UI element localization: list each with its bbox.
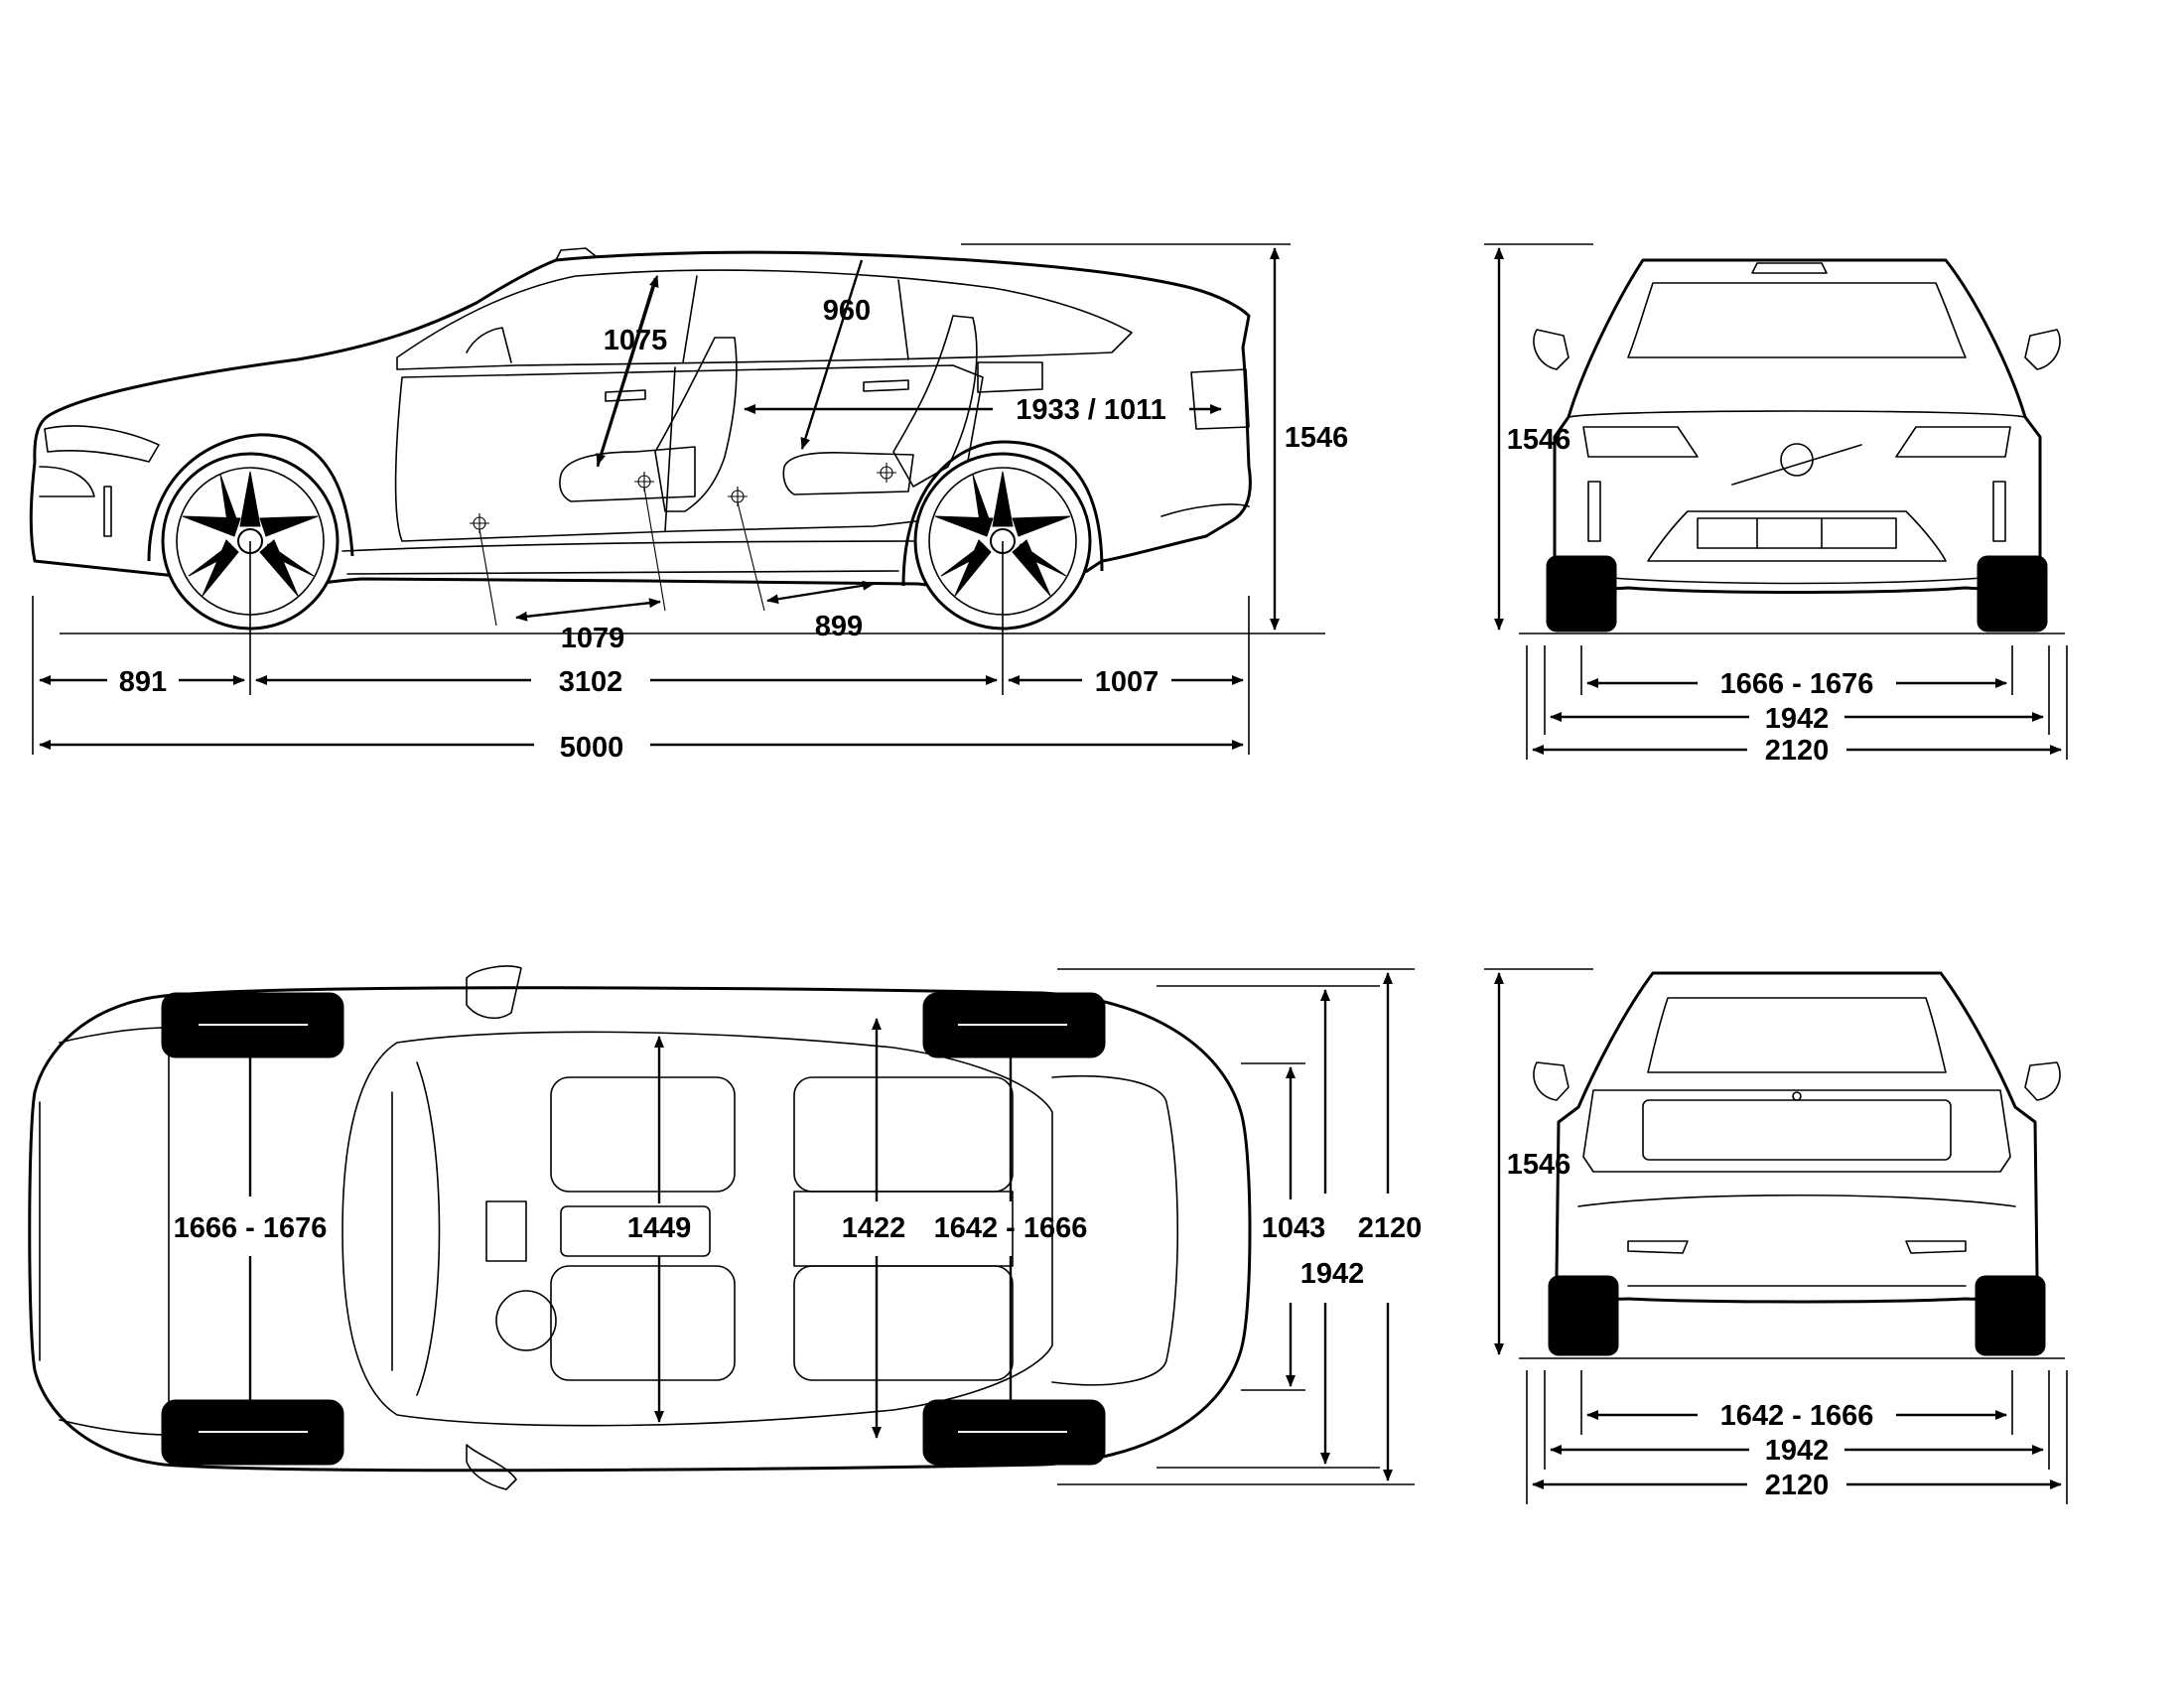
rear-view-car-outline — [1533, 971, 2061, 1356]
top-view-car-outline — [28, 965, 1252, 1490]
front-track-label: 1666 - 1676 — [1720, 668, 1874, 700]
front-dimension-lines — [1494, 247, 2062, 755]
side-wheelbase-label: 3102 — [559, 666, 623, 698]
top-view: 1666 - 1676 1449 1422 1642 - 1666 1043 2… — [28, 965, 1423, 1490]
side-dimension-lines — [39, 247, 1280, 750]
side-height-label: 1546 — [1285, 422, 1349, 454]
side-view: 1075 960 1933 / 1011 1546 1079 899 891 3… — [29, 243, 1349, 764]
rear-track-label: 1642 - 1666 — [1720, 1400, 1874, 1432]
side-headroom-rear-label: 960 — [823, 295, 871, 327]
side-rear-overhang-label: 1007 — [1095, 666, 1160, 698]
top-rear-track-label: 1642 - 1666 — [934, 1212, 1088, 1244]
side-overall-length-label: 5000 — [560, 732, 624, 764]
side-headroom-front-label: 1075 — [604, 325, 668, 356]
top-dimension-lines — [245, 972, 1393, 1481]
front-view-car-outline — [1533, 258, 2061, 633]
rear-dimension-lines — [1494, 972, 2062, 1489]
top-front-shoulder-label: 1449 — [627, 1212, 692, 1244]
side-front-overhang-label: 891 — [119, 666, 167, 698]
top-body-width-label: 1942 — [1300, 1258, 1365, 1290]
top-mirror-width-label: 2120 — [1358, 1212, 1423, 1244]
side-rear-legroom-label: 899 — [815, 611, 863, 642]
front-body-width-label: 1942 — [1765, 703, 1830, 735]
rear-body-width-label: 1942 — [1765, 1435, 1830, 1467]
rear-mirror-width-label: 2120 — [1765, 1470, 1830, 1501]
front-view: 1546 1666 - 1676 1942 2120 — [1484, 243, 2068, 767]
front-height-label: 1546 — [1507, 424, 1571, 456]
top-rear-shoulder-label: 1422 — [842, 1212, 906, 1244]
top-trunk-width-label: 1043 — [1262, 1212, 1326, 1244]
side-cabin-length-label: 1933 / 1011 — [1016, 394, 1166, 426]
front-mirror-width-label: 2120 — [1765, 735, 1830, 767]
rear-height-label: 1546 — [1507, 1149, 1571, 1181]
rear-view: 1546 1642 - 1666 1942 2120 — [1484, 968, 2068, 1504]
top-front-track-label: 1666 - 1676 — [174, 1212, 328, 1244]
side-front-legroom-label: 1079 — [561, 623, 625, 654]
